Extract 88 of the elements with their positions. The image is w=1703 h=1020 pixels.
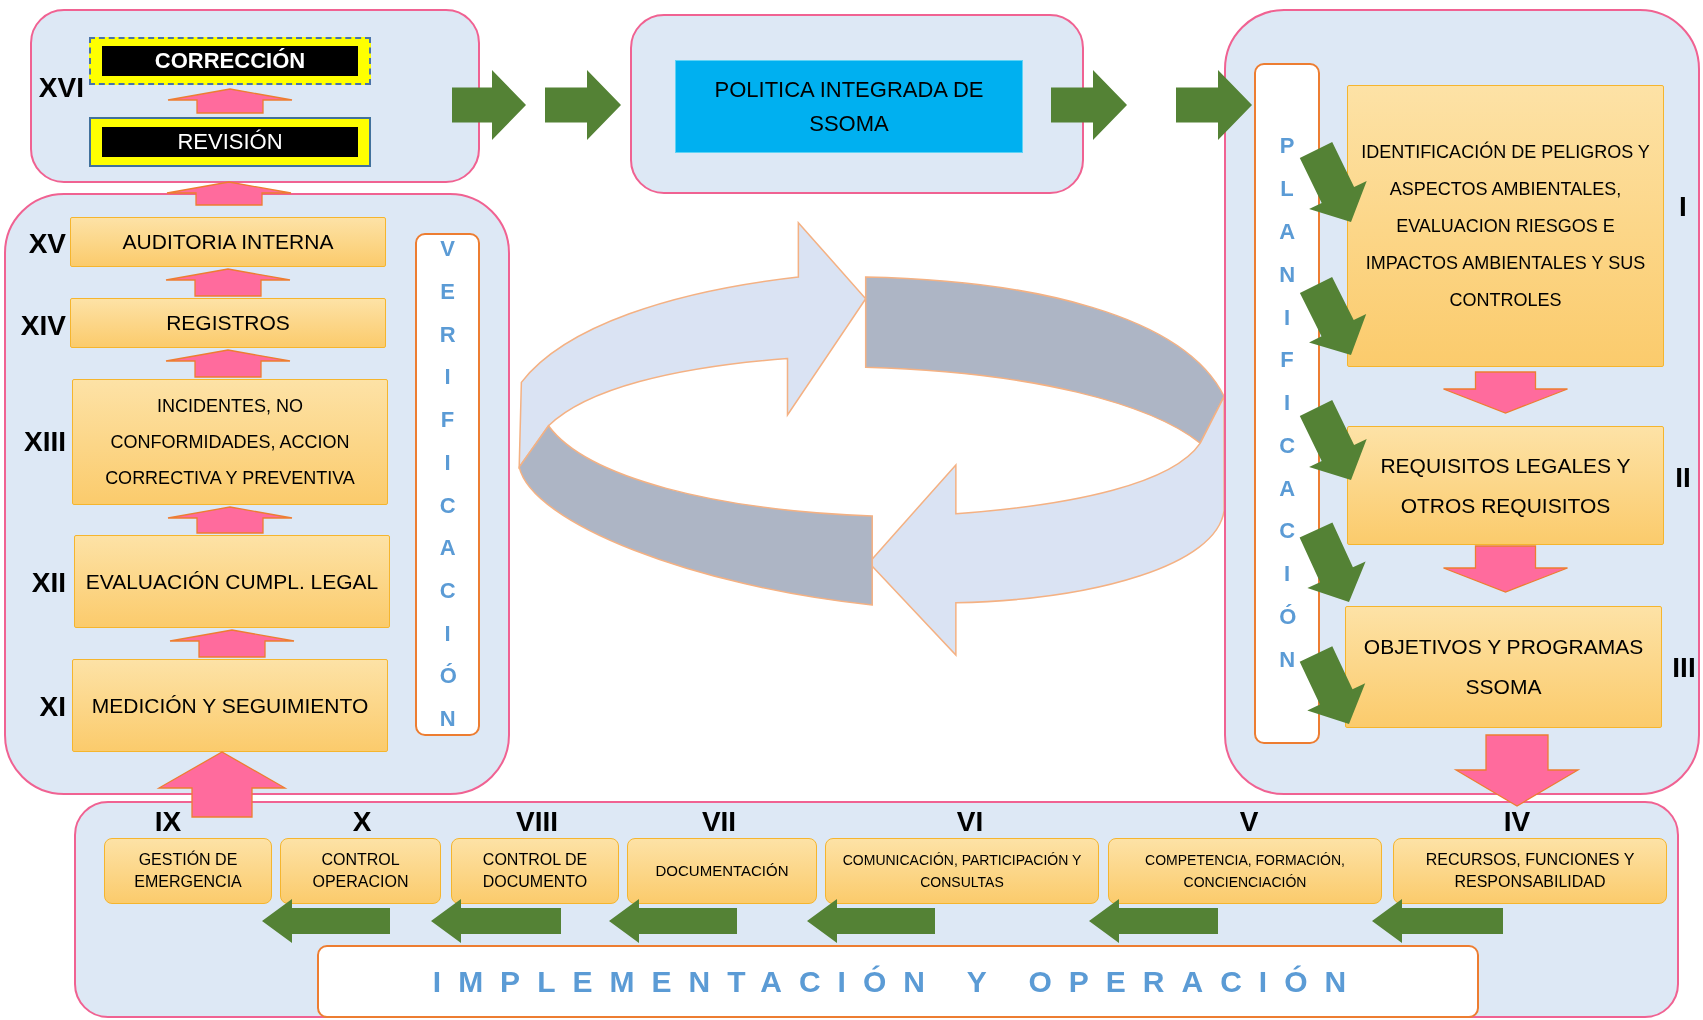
roman-numeral: XIV <box>20 311 66 341</box>
block-arrow <box>1299 522 1366 602</box>
box-label: REQUISITOS LEGALES Y OTROS REQUISITOS <box>1379 452 1632 519</box>
process-box <box>104 838 272 904</box>
policy-box <box>675 60 1023 153</box>
block-arrow <box>1299 277 1367 355</box>
block-arrow <box>1299 646 1366 724</box>
process-box <box>70 217 386 267</box>
roman-numeral: VIII <box>516 807 558 837</box>
block-arrow <box>1372 899 1503 943</box>
section-panel <box>1224 9 1700 795</box>
block-arrow <box>165 268 291 297</box>
box-label: AUDITORIA INTERNA <box>122 229 334 255</box>
roman-numeral: XII <box>31 568 66 598</box>
process-box <box>1393 838 1667 904</box>
vertical-label: VERIFICACIÓN <box>439 235 456 733</box>
process-box <box>627 838 817 904</box>
roman-numeral: VII <box>701 807 737 837</box>
roman-numeral: III <box>1672 653 1696 683</box>
process-box <box>72 659 388 752</box>
process-box <box>280 838 441 904</box>
box-label: IDENTIFICACIÓN DE PELIGROS Y ASPECTOS AMBIENTALES, EVALUACION RIESGOS E IMPACTOS AMBIENTALES Y SUS CONTROLES <box>1360 140 1651 312</box>
box-label: POLITICA INTEGRADA DE SSOMA <box>713 75 985 138</box>
roman-numeral: VI <box>956 807 984 837</box>
banner-title: IMPLEMENTACIÓN Y OPERACIÓN <box>432 964 1364 999</box>
block-arrow <box>807 899 935 943</box>
process-box <box>1347 85 1664 367</box>
block-arrow <box>609 899 737 943</box>
box-label: RECURSOS, FUNCIONES Y RESPONSABILIDAD <box>1424 850 1636 892</box>
box-label: CONTROL DE DOCUMENTO <box>481 850 589 892</box>
block-arrow <box>165 349 291 378</box>
block-arrow <box>431 899 561 943</box>
highlight-box <box>89 117 371 167</box>
box-label: DOCUMENTACIÓN <box>655 861 789 881</box>
block-arrow <box>167 506 293 534</box>
label-banner: CORRECCIÓN <box>102 46 358 76</box>
block-arrow <box>1442 545 1569 593</box>
block-arrow <box>169 629 295 658</box>
process-box <box>1108 838 1382 904</box>
roman-numeral: V <box>1239 807 1259 837</box>
box-label: CONTROL OPERACION <box>311 850 410 892</box>
vertical-label-box <box>415 233 480 736</box>
label-banner: REVISIÓN <box>102 127 358 157</box>
roman-numeral: XV <box>28 229 66 259</box>
process-box <box>1345 606 1662 728</box>
roman-numeral: XVI <box>38 73 84 103</box>
block-arrow <box>1442 371 1569 414</box>
box-label: GESTIÓN DE EMERGENCIA <box>133 849 243 892</box>
section-panel <box>30 9 480 183</box>
block-arrow <box>1299 142 1367 222</box>
process-box <box>74 535 390 628</box>
roman-numeral: IV <box>1503 807 1531 837</box>
roman-numeral: I <box>1679 192 1687 222</box>
box-label: OBJETIVOS Y PROGRAMAS SSOMA <box>1362 634 1645 700</box>
section-panel <box>74 801 1679 1018</box>
box-label: REGISTROS <box>166 310 290 336</box>
vertical-label-box <box>1254 63 1320 744</box>
title-bar <box>317 945 1479 1018</box>
process-box <box>451 838 619 904</box>
box-label: COMUNICACIÓN, PARTICIPACIÓN Y CONSULTAS <box>841 851 1083 892</box>
block-arrow <box>262 899 390 943</box>
block-arrow <box>156 751 288 818</box>
process-box <box>72 379 388 505</box>
vertical-label: PLANIFICACIÓN <box>1279 132 1295 674</box>
process-box <box>825 838 1099 904</box>
box-label: COMPETENCIA, FORMACIÓN, CONCIENCIACIÓN <box>1144 851 1346 892</box>
process-box <box>1347 426 1664 545</box>
block-arrow <box>1051 70 1127 140</box>
block-arrow <box>1299 400 1367 480</box>
box-label: EVALUACIÓN CUMPL. LEGAL <box>85 568 379 595</box>
section-panel <box>4 193 510 795</box>
highlight-box <box>89 37 371 85</box>
block-arrow <box>167 88 293 114</box>
section-panel <box>630 14 1084 194</box>
block-arrow <box>1176 70 1252 140</box>
process-box <box>70 298 386 348</box>
block-arrow <box>452 70 526 140</box>
roman-numeral: IX <box>154 807 182 837</box>
roman-numeral: II <box>1675 463 1691 493</box>
roman-numeral: XI <box>39 692 66 722</box>
block-arrow <box>1453 734 1581 807</box>
block-arrow <box>1089 899 1218 943</box>
block-arrow <box>545 70 621 140</box>
box-label: INCIDENTES, NO CONFORMIDADES, ACCION CORRECTIVA Y PREVENTIVA <box>104 395 356 490</box>
block-arrow <box>166 181 292 206</box>
box-label: MEDICIÓN Y SEGUIMIENTO <box>91 692 369 719</box>
roman-numeral: XIII <box>24 427 66 457</box>
roman-numeral: X <box>352 807 372 837</box>
